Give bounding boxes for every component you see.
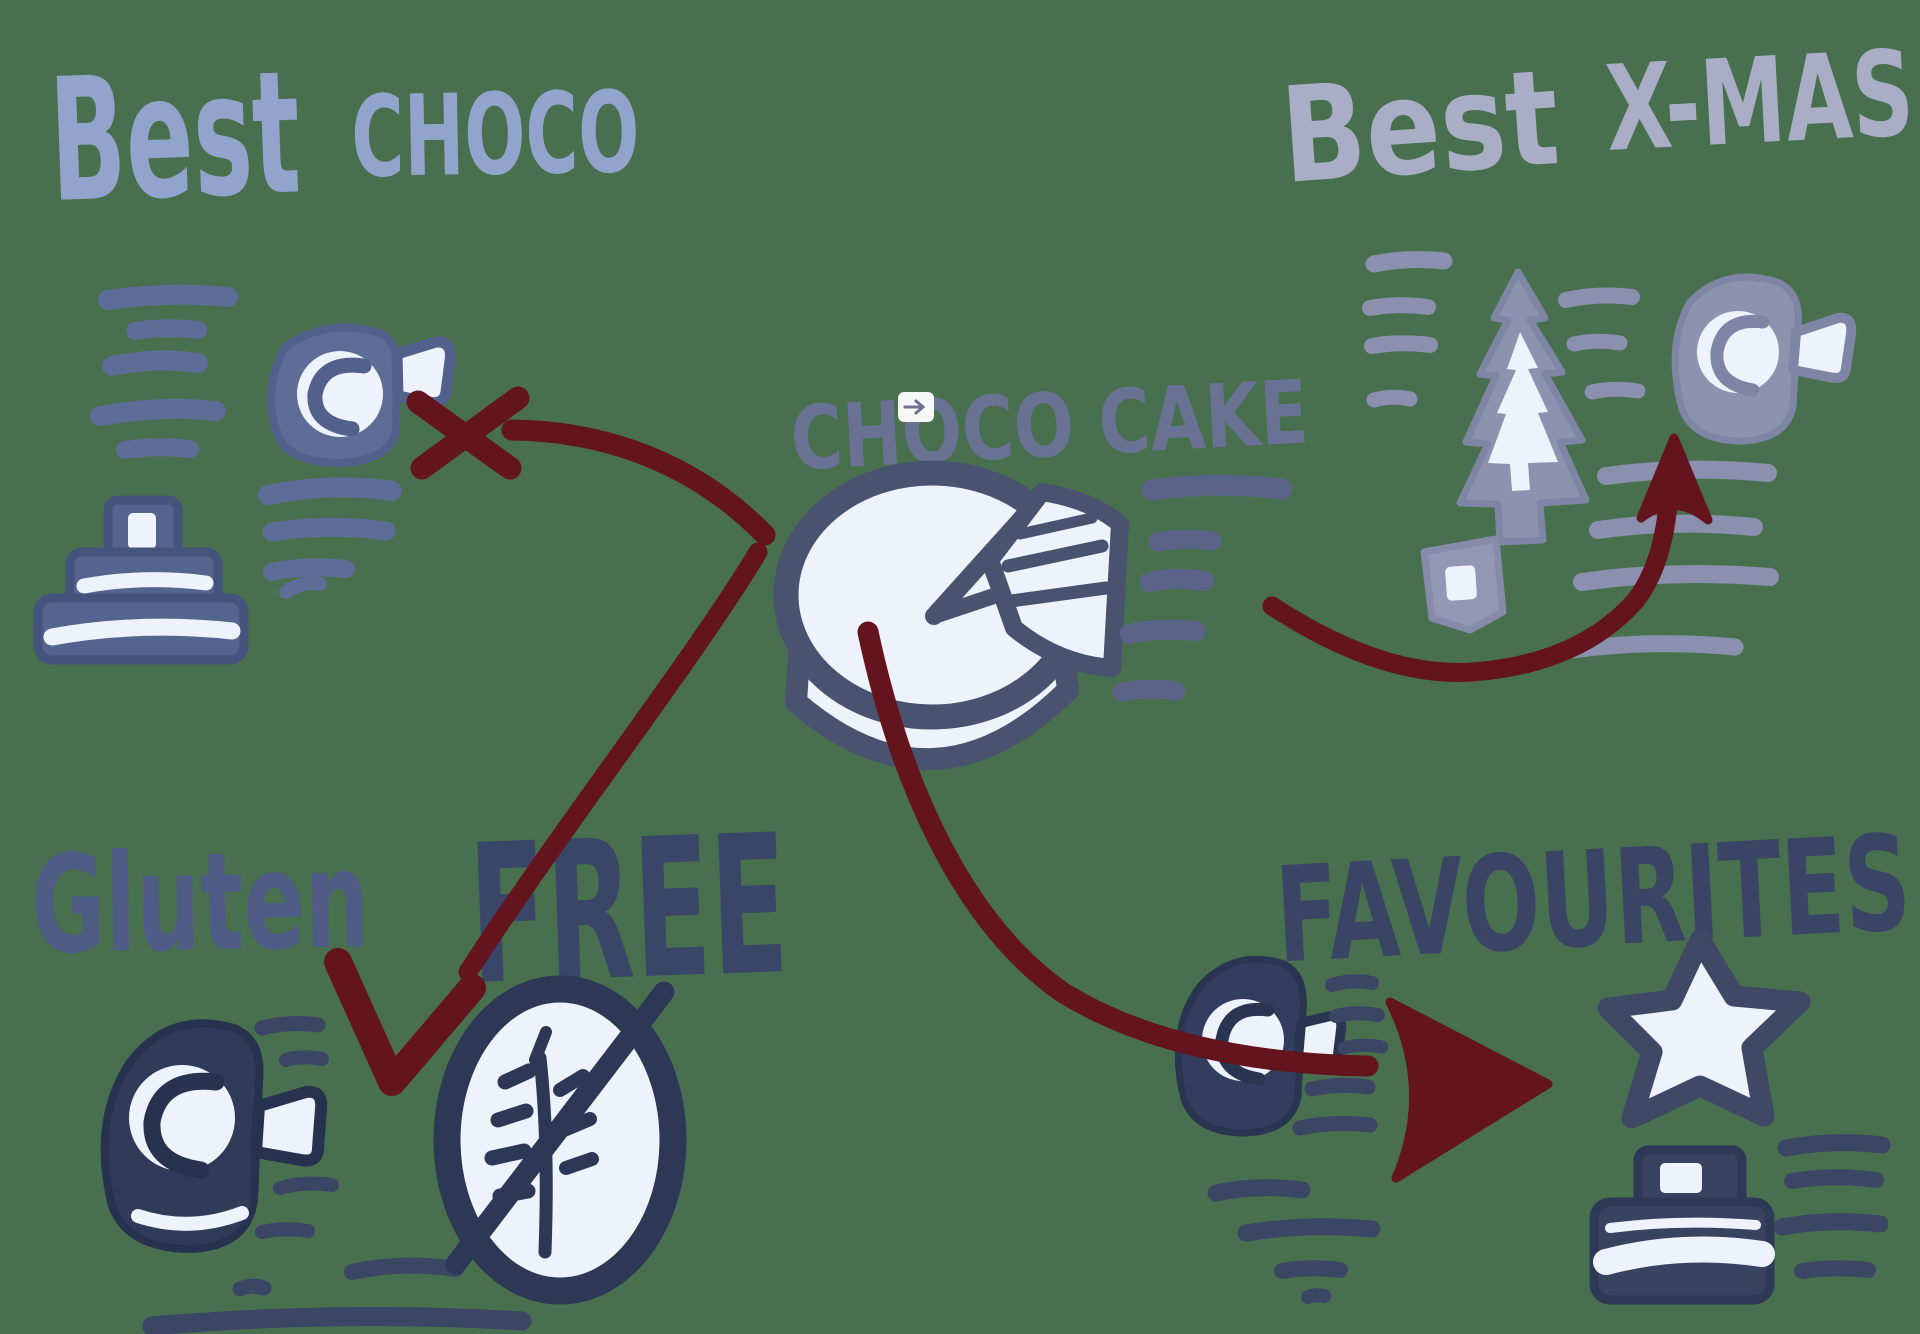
arrow-center-to-best-choco [406,386,776,546]
layer-cake-icon [33,495,249,665]
best-xmas-word2: X-MAS [1602,24,1917,178]
best-choco-word2: CHOCO [350,68,640,203]
best-choco-text-lines [90,284,402,599]
node-title-best-choco: Best CHOCO [47,34,641,241]
center-text-lines [1112,474,1293,702]
gluten-free-word1: Gluten [30,821,371,984]
arrow-center-to-gluten-free [324,542,768,1096]
layer-cake-icon-favourites [1589,1145,1775,1305]
cursor-artifact-icon [898,392,934,422]
node-title-favourites: FAVOURITES [1272,807,1914,994]
best-xmas-word1: Best [1276,41,1563,214]
star-icon [1597,929,1811,1129]
arrow-center-to-best-xmas [1262,433,1713,682]
coffee-mug-icon-xmas [1671,273,1857,445]
best-xmas-text-lines-left [1362,251,1453,408]
best-xmas-text-lines-middle [1558,287,1646,400]
cake-slice-flag-icon [1420,535,1507,634]
mindmap-arrows [324,386,1713,1183]
favourites-text-lines [1207,974,1389,1304]
node-title-best-xmas: Best X-MAS [1276,24,1917,214]
gluten-free-crossed-wheat-icon [433,975,687,1305]
christmas-tree-icon [1456,268,1590,546]
arrow-center-to-favourites [857,621,1553,1183]
cake-with-slice-icon [773,460,1129,771]
gluten-free-text-lines [142,1016,532,1334]
favourites-text-lines-right [1773,1134,1891,1279]
best-choco-word1: Best [47,34,304,241]
coffee-mug-icon [266,323,456,467]
coffee-mug-icon-gluten [100,1019,328,1253]
